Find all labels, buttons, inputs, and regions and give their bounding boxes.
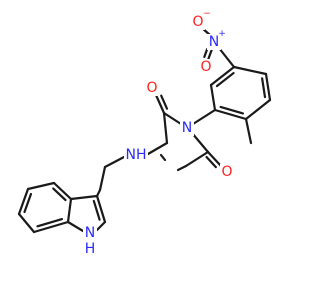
bond-nitro-o-bottom (206, 47, 214, 62)
bond-c4b-c5 (184, 150, 210, 168)
bond-nitro-o-bottom-inner (203, 47, 209, 59)
bond-indole-c6-c7 (17, 212, 36, 234)
nitro-oxygen-top-label: O (192, 14, 203, 30)
bond-c4-c4b (176, 164, 188, 172)
nitro-nitrogen-charge: + (218, 29, 226, 39)
bond-indole-c7-c7a (32, 220, 70, 234)
bond-indole-c3-c2 (95, 194, 107, 224)
indole-hydrogen-label: H (85, 241, 96, 257)
bond-ar-3-4 (244, 98, 272, 121)
bond-c3-c4 (159, 153, 167, 162)
bond-indole-c5-c6-inner (23, 192, 33, 214)
bond-methyl (244, 117, 253, 145)
bond-n-c2 (162, 111, 183, 126)
bond-ch2-ch2 (98, 165, 107, 192)
bond-c5-n (190, 131, 210, 154)
bond-indole-c3-c2-inner (92, 199, 101, 221)
bond-ar-4-5-inner (219, 105, 245, 115)
bond-c-nitro (217, 46, 236, 69)
bond-indole-c3a-c4 (52, 181, 73, 201)
bond-nh-ch2 (103, 155, 126, 169)
nitro-oxygen-bottom-label: O (200, 59, 211, 75)
bond-c5-o (206, 150, 223, 168)
bonds (17, 26, 272, 234)
bond-ar-5-6 (209, 83, 217, 112)
bond-indole-c5-c6 (17, 187, 30, 216)
nitro-nitrogen-label: N (209, 34, 219, 50)
bond-c5-o-inner (205, 155, 217, 169)
indole-nitrogen-label: N (85, 225, 95, 241)
amine-nh-label: NH (126, 147, 147, 163)
bond-ar-2-3 (264, 72, 272, 102)
bond-indole-n1-c7a (66, 220, 85, 233)
imide-nitrogen-label: N (182, 120, 192, 136)
bond-ar-1-2 (232, 65, 268, 76)
bond-indole-c7a-c3a (66, 197, 73, 224)
bond-c2-o (154, 93, 166, 115)
bond-ar-6-1 (209, 65, 236, 87)
atom-labels: N + O − O N O O NH N H (83, 9, 234, 257)
bond-c2-c3 (162, 111, 169, 145)
bond-c3-nh (146, 141, 169, 156)
bond-ar-2-3-inner (261, 77, 267, 99)
bond-ar-4-5 (213, 108, 248, 121)
bond-ch2-c3i (95, 188, 102, 198)
bond-c2-o-inner (160, 94, 169, 110)
bond-indole-c4-c5 (26, 181, 56, 191)
bond-ar-6-1-inner (215, 71, 235, 88)
bond-indole-c2-n1 (95, 220, 107, 232)
molecule-structure: N + O − O N O O NH N H (17, 9, 272, 257)
carbonyl-oxygen-upper-label: O (146, 80, 157, 96)
nitro-oxygen-top-charge: − (203, 9, 211, 19)
carbonyl-oxygen-lower-label: O (221, 164, 232, 180)
bond-indole-c3a-c3 (69, 194, 99, 201)
bond-indole-c3a-c4-inner (52, 187, 67, 202)
bond-aryl-n (191, 108, 217, 126)
bond-indole-c7-c7a-inner (36, 217, 64, 228)
